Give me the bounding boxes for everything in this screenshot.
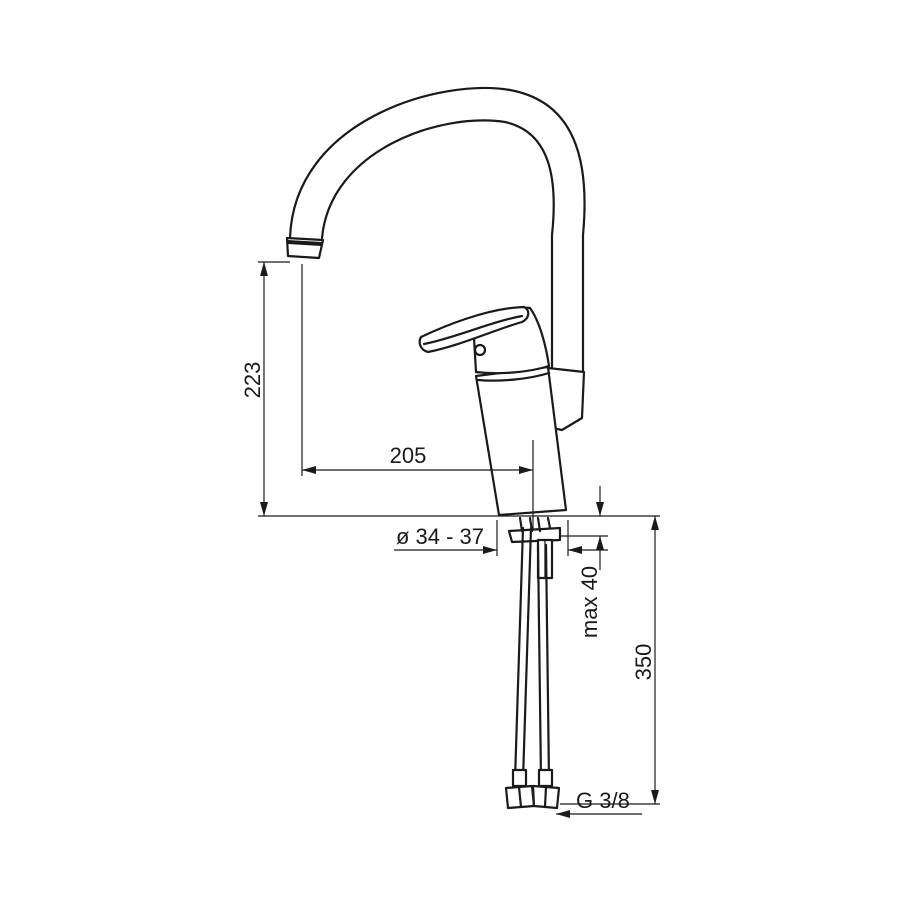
arrow-head	[519, 466, 533, 474]
spout-inner-edge	[320, 119, 555, 370]
arrow-head	[260, 502, 268, 516]
connector-nut-left-line	[517, 785, 523, 809]
arrow-head	[302, 466, 316, 474]
lever-handle	[418, 305, 551, 375]
label-spout-reach: 205	[390, 443, 427, 468]
arrow-head	[556, 810, 570, 818]
spout-nozzle-band	[288, 240, 322, 246]
arrow-head	[568, 546, 582, 554]
supply-hoses	[513, 526, 551, 782]
arrow-head	[651, 516, 659, 530]
label-spout-height: 223	[240, 362, 265, 399]
arrow-head	[651, 790, 659, 804]
hose-left-outer	[513, 526, 525, 782]
arrow-head	[596, 502, 604, 516]
spout-outer-edge	[288, 86, 586, 374]
hose-right-inner	[544, 543, 551, 782]
hose-ferrule-right	[537, 768, 554, 788]
hose-right-outer	[536, 543, 543, 782]
mounting-hardware	[507, 516, 562, 580]
connector-nut-right-line	[543, 785, 548, 809]
dimension-deck-thickness: max 40	[560, 486, 608, 638]
label-hose-length: 350	[631, 644, 656, 681]
dimension-hose-length: 350	[560, 516, 660, 805]
arrow-head	[260, 262, 268, 276]
lever-arm-edge	[422, 314, 524, 346]
arrow-head	[483, 546, 497, 554]
dimension-spout-height: 223	[240, 261, 290, 516]
hose-ferrule-left	[511, 768, 528, 788]
thread-callout: G 3/8	[556, 788, 642, 818]
lever-indicator-dot	[473, 343, 487, 357]
label-deck-thickness: max 40	[577, 566, 602, 638]
body-cap-line-lower	[476, 371, 551, 382]
mounting-clip	[518, 516, 552, 533]
dimension-hole-diameter: ø 34 - 37	[394, 520, 608, 556]
dimension-spout-reach: 205	[301, 264, 534, 530]
arrow-head	[596, 536, 604, 550]
label-connection-thread: G 3/8	[576, 788, 630, 813]
hose-connectors	[504, 768, 561, 810]
label-hole-diameter: ø 34 - 37	[396, 524, 484, 549]
hose-left-inner	[521, 526, 533, 782]
spout	[285, 86, 586, 432]
